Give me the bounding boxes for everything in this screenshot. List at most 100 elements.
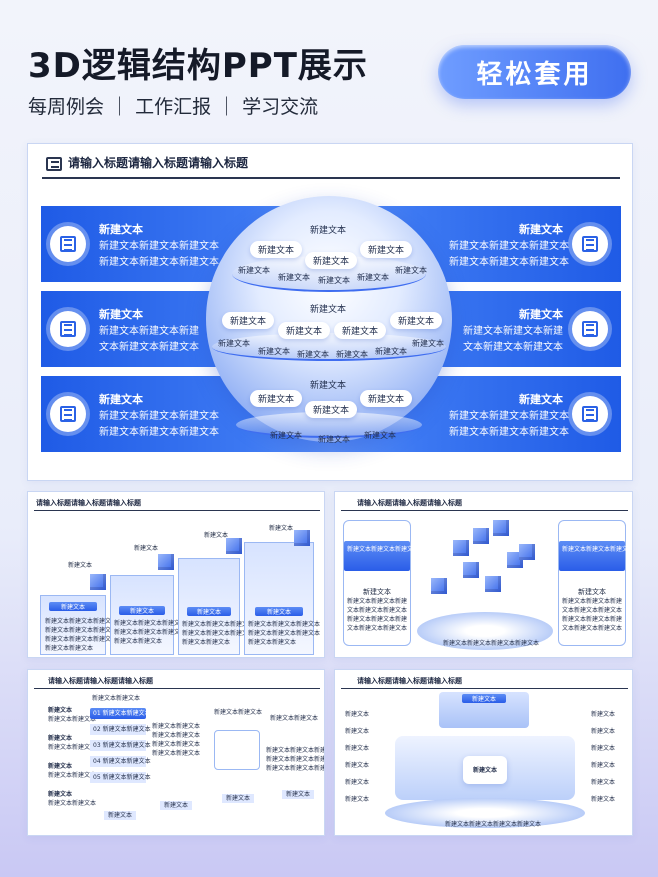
col4-list: 新建文本新建文本新建 新建文本新建文本新建 新建文本新建文本新建 — [266, 746, 325, 773]
cube-icon — [453, 540, 469, 556]
base-text: 新建文本新建文本新建文本新建文本 — [443, 640, 540, 647]
layer-label: 新建文本 — [412, 339, 444, 348]
list-head: 新建文本 — [48, 707, 73, 714]
top-box: 新建文本 — [439, 692, 529, 728]
cloud-box: 新建文本 — [463, 756, 507, 784]
slide-5: 请输入标题请输入标题请输入标题 新建文本 新建文本 新建文本新建文本新建文本新建… — [334, 669, 633, 836]
cube-icon — [519, 544, 535, 560]
band-3-right-text: 新建文本新建文本新建文本新建文本新建文本新建文本新建文本 — [449, 393, 569, 438]
cube-icon — [485, 576, 501, 592]
step-text: 新建文本新建文本新建文本 — [114, 629, 187, 636]
step-text: 新建文本新建文本新建文本 — [182, 621, 255, 628]
bullet-text: 新建文本新建文本 — [152, 723, 201, 730]
document-icon — [572, 396, 608, 432]
side-label: 新建文本 — [591, 796, 616, 803]
col4-text: 新建文本新建文本新建 — [266, 765, 325, 772]
step-text: 新建文本新建文本 — [45, 645, 94, 652]
layer-chip: 新建文本 — [305, 401, 358, 418]
list-head: 新建文本 — [48, 791, 73, 798]
step-text: 新建文本新建文本新建文本 — [114, 620, 187, 627]
base-text: 新建文本新建文本新建文本新建文本 — [445, 821, 542, 828]
document-icon — [50, 311, 86, 347]
step-label: 新建文本 — [204, 532, 229, 539]
timeline-label: 新建文本 — [222, 794, 255, 803]
panel-text: 新建文本新建文本新建 — [346, 616, 407, 623]
side-label: 新建文本 — [591, 728, 616, 735]
step-text: 新建文本新建文本新建文本 — [45, 636, 118, 643]
slide-3: 请输入标题请输入标题请输入标题 新建文本新建文本新建文本新建文本 新建文本 新建… — [334, 491, 633, 658]
panel-band: 新建文本新建文本新建文本新建文本 — [344, 541, 444, 571]
panel-text: 新建文本新建文本新建 — [561, 616, 622, 623]
top-label: 新建文本 — [462, 694, 506, 703]
cube-icon — [493, 520, 509, 536]
document-icon — [46, 156, 62, 171]
step-tag: 新建文本 — [49, 602, 97, 611]
step-box: 新建文本 新建文本新建文本新建文本 新建文本新建文本新建文本 新建文本新建文本 — [244, 542, 321, 655]
cube-icon — [431, 578, 447, 594]
panel-text: 文本新建文本新建文本 — [346, 625, 407, 632]
step-tag: 新建文本 — [255, 607, 303, 616]
step-box: 新建文本 新建文本新建文本新建文本 新建文本新建文本新建文本 新建文本新建文本 — [110, 575, 187, 655]
document-icon — [572, 311, 608, 347]
step-label: 新建文本 — [269, 525, 294, 532]
document-icon — [50, 226, 86, 262]
list-head: 新建文本 — [48, 763, 73, 770]
cube-icon — [226, 538, 242, 554]
timeline-label: 新建文本 — [104, 811, 137, 820]
band-1-left-text: 新建文本新建文本新建文本新建文本新建文本新建文本新建文本 — [99, 223, 219, 268]
band-3-left-text: 新建文本新建文本新建文本新建文本新建文本新建文本新建文本 — [99, 393, 219, 438]
layer-label: 新建文本 — [297, 350, 329, 359]
list-text: 新建文本新建文本 — [48, 744, 97, 751]
step-box: 新建文本 新建文本新建文本新建文本 新建文本新建文本新建文本 新建文本新建文本 — [178, 558, 255, 655]
col3-box — [214, 730, 260, 770]
center-label: 新建文本 — [472, 767, 497, 774]
panel-band: 新建文本新建文本新建文本新建文本 — [559, 541, 633, 571]
page-title: 3D逻辑结构PPT展示 — [28, 46, 368, 86]
layer-label: 新建文本 — [278, 273, 310, 282]
step-text: 新建文本新建文本新建文本 — [182, 630, 255, 637]
slide-5-title: 请输入标题请输入标题请输入标题 — [357, 677, 462, 685]
cube-icon — [463, 562, 479, 578]
layer-label: 新建文本 — [336, 350, 368, 359]
layer-chip: 新建文本 — [250, 241, 303, 258]
slide-4: 请输入标题请输入标题请输入标题 新建文本新建文本新建文本 新建文本新建文本新建文… — [27, 669, 325, 836]
layer-chip: 新建文本 — [278, 322, 331, 339]
layer-label: 新建文本 — [318, 276, 350, 285]
cube-icon — [158, 554, 174, 570]
step-text: 新建文本新建文本新建文本 — [45, 618, 118, 625]
step-tag: 新建文本 — [187, 607, 231, 616]
step-text: 新建文本新建文本 — [182, 639, 231, 646]
panel-text: 文本新建文本新建文本 — [346, 607, 407, 614]
bullet-text: 新建文本新建文本 — [152, 741, 201, 748]
left-labels: 新建文本 新建文本 新建文本 新建文本 新建文本 新建文本 — [345, 710, 369, 812]
page-subtitle: 每周例会 ｜ 工作汇报 ｜ 学习交流 — [28, 96, 319, 118]
step-label: 新建文本 — [68, 562, 93, 569]
bullet-text: 新建文本新建文本 — [152, 750, 201, 757]
left-panel: 新建文本新建文本新建文本新建文本 新建文本 新建文本新建文本新建 文本新建文本新… — [343, 520, 444, 646]
side-label: 新建文本 — [345, 779, 370, 786]
document-icon — [50, 396, 86, 432]
layer-label: 新建文本 — [395, 266, 427, 275]
slide-2: 请输入标题请输入标题请输入标题 新建文本 新建文本 新建文本 新建文本 新建文本… — [27, 491, 325, 658]
bullet-text: 新建文本新建文本 — [152, 732, 201, 739]
panel-top: 新建文本新建文本新建文本新建文本 — [347, 546, 444, 553]
panel-top: 新建文本新建文本新建文本新建文本 — [562, 546, 633, 553]
side-label: 新建文本 — [591, 762, 616, 769]
layer-chip: 新建文本 — [360, 390, 413, 407]
panel-text: 文本新建文本新建文本 — [561, 625, 622, 632]
timeline-label: 新建文本 — [160, 801, 193, 810]
step-label: 新建文本 — [134, 545, 159, 552]
side-label: 新建文本 — [591, 745, 616, 752]
layer-3-head: 新建文本 — [310, 381, 347, 391]
step-text: 新建文本新建文本新建文本 — [248, 621, 321, 628]
col4-text: 新建文本新建文本新建 — [266, 756, 325, 763]
badge-button[interactable]: 轻松套用 — [438, 45, 631, 99]
timeline-label: 新建文本 — [282, 790, 315, 799]
document-icon — [572, 226, 608, 262]
side-label: 新建文本 — [345, 762, 370, 769]
layer-chip: 新建文本 — [305, 252, 358, 269]
side-label: 新建文本 — [345, 728, 370, 735]
layer-disc-2 — [212, 333, 446, 361]
list-text: 新建文本新建文本 — [48, 716, 97, 723]
layer-chip: 新建文本 — [222, 312, 275, 329]
